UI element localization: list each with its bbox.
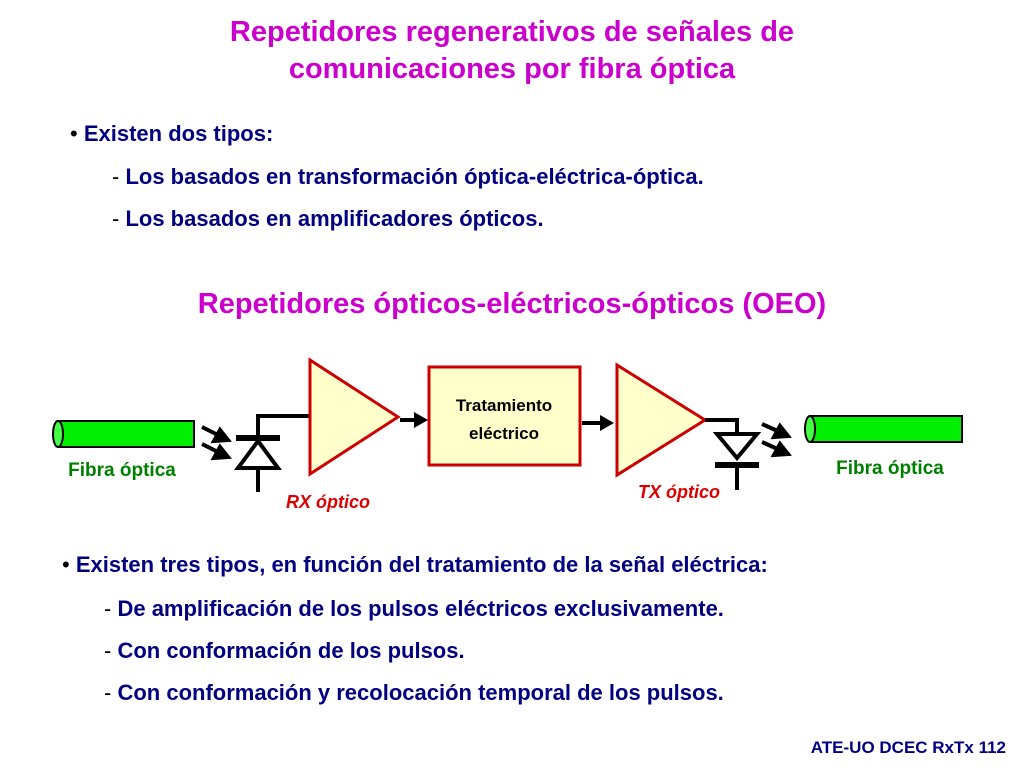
right-fiber <box>804 415 963 443</box>
intro-item-1-text: Los basados en transformación óptica-elé… <box>125 164 704 189</box>
types-item-1: - De amplificación de los pulsos eléctri… <box>104 596 724 622</box>
laser-diode-icon <box>705 418 762 490</box>
dash-mark: - <box>104 680 112 705</box>
tx-label: TX óptico <box>638 482 720 502</box>
slide-title-line-1: Repetidores regenerativos de señales de <box>229 16 795 48</box>
intro-item-2-text: Los basados en amplificadores ópticos. <box>125 206 544 231</box>
tx-amplifier-icon <box>615 362 708 478</box>
dash-mark: - <box>112 164 120 189</box>
light-out-arrows <box>761 422 792 458</box>
types-item-2: - Con conformación de los pulsos. <box>104 638 465 664</box>
types-bullet: • Existen tres tipos, en función del tra… <box>62 552 768 578</box>
slide-title-line-2: comunicaciones por fibra óptica <box>288 53 736 85</box>
intro-item-1: - Los basados en transformación óptica-e… <box>112 164 704 190</box>
dash-mark: - <box>104 596 112 621</box>
section-title: Repetidores ópticos-eléctricos-ópticos (… <box>197 288 827 320</box>
bullet-mark: • <box>70 121 78 146</box>
dash-mark: - <box>112 206 120 231</box>
photodiode-icon <box>234 414 310 492</box>
left-fiber <box>52 420 195 448</box>
slide-title: Repetidores regenerativos de señales de … <box>0 14 1024 88</box>
arrow-to-processing <box>400 412 428 428</box>
arrow-to-tx <box>582 415 614 431</box>
light-in-arrows <box>201 425 232 461</box>
intro-bullet-text: Existen dos tipos: <box>83 121 274 146</box>
right-fiber-label: Fibra óptica <box>836 458 944 479</box>
slide-footer: ATE-UO DCEC RxTx 112 <box>810 738 1006 757</box>
types-item-3-text: Con conformación y recolocación temporal… <box>117 680 724 705</box>
intro-bullet: • Existen dos tipos: <box>70 121 273 147</box>
processing-box <box>427 365 582 467</box>
left-fiber-label: Fibra óptica <box>68 460 176 481</box>
processing-label-1: Tratamiento <box>456 396 552 415</box>
rx-amplifier-icon <box>308 357 401 477</box>
types-bullet-text: Existen tres tipos, en función del trata… <box>75 552 768 577</box>
intro-item-2: - Los basados en amplificadores ópticos. <box>112 206 544 232</box>
types-item-1-text: De amplificación de los pulsos eléctrico… <box>117 596 724 621</box>
types-item-3: - Con conformación y recolocación tempor… <box>104 680 724 706</box>
processing-label-2: eléctrico <box>469 424 539 443</box>
rx-label: RX óptico <box>286 492 370 512</box>
dash-mark: - <box>104 638 112 663</box>
bullet-mark: • <box>62 552 70 577</box>
types-item-2-text: Con conformación de los pulsos. <box>117 638 465 663</box>
